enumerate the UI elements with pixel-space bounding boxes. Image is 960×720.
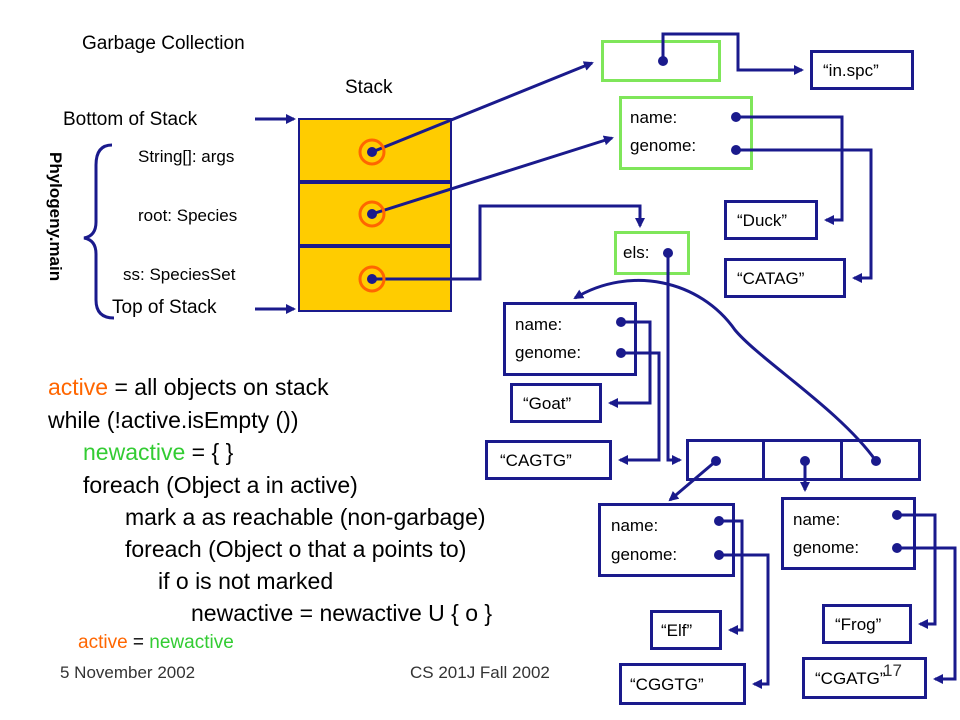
code-line-4: foreach (Object a in active)	[83, 472, 358, 498]
code-line-3-rest: = { }	[185, 439, 234, 465]
code-newactive-keyword: newactive	[83, 439, 186, 465]
goat-text: “Goat”	[523, 394, 572, 413]
code-line-1-rest: = all objects on stack	[108, 374, 329, 400]
ss-pointer	[372, 204, 645, 281]
dot-frog-name	[892, 510, 902, 520]
cgatg-string: “CGATG”	[802, 657, 927, 699]
code-active-keyword: active	[48, 374, 109, 400]
dot-slot2	[800, 456, 810, 466]
frame-label-root: root: Species	[138, 206, 238, 225]
duck-text: “Duck”	[737, 211, 788, 230]
frog-text: “Frog”	[835, 615, 882, 634]
frame-label-args: String[]: args	[138, 147, 235, 166]
dot-elf-genome	[714, 550, 724, 560]
species-set-object: els:	[614, 231, 690, 275]
frog-genome-field: genome:	[793, 538, 860, 557]
stack-frame-root	[298, 182, 452, 246]
frog-name-pointer	[897, 513, 937, 629]
dot-elf-name	[714, 516, 724, 526]
goat-name-pointer	[608, 320, 652, 408]
code-line-7: if o is not marked	[158, 568, 334, 594]
goat-name-field: name:	[515, 315, 563, 334]
dot-goat-name	[616, 317, 626, 327]
elf-genome-field: genome:	[611, 545, 678, 564]
dot-root-name	[731, 112, 741, 122]
root-genome-field: genome:	[630, 136, 697, 155]
array-divider-1	[762, 442, 765, 478]
dot-goat-genome	[616, 348, 626, 358]
bottom-of-stack-label: Bottom of Stack	[63, 109, 198, 130]
frame-brace	[83, 143, 115, 320]
root-name-pointer	[736, 115, 844, 225]
code-line-9: active = newactive	[78, 633, 234, 652]
code-newactive-keyword-2: newactive	[149, 632, 234, 653]
stack-label: Stack	[345, 77, 393, 98]
array-slot1-pointer	[668, 459, 717, 502]
els-pointer	[666, 253, 682, 465]
elf-species-object: name: genome:	[598, 503, 735, 577]
catag-text: “CATAG”	[737, 269, 805, 288]
root-pointer	[371, 135, 614, 216]
elf-text: “Elf”	[661, 621, 693, 640]
code-line-2: while (!active.isEmpty ())	[48, 407, 299, 433]
cagtg-string: “CAGTG”	[485, 440, 612, 480]
dot-els	[663, 248, 673, 258]
catag-string: “CATAG”	[724, 258, 846, 298]
root-marker-ss	[358, 265, 386, 293]
elf-genome-pointer	[719, 553, 770, 689]
frog-string: “Frog”	[822, 604, 912, 644]
page-number: 17	[883, 661, 902, 680]
dot-root-genome	[731, 145, 741, 155]
method-label-vertical: Phylogeny.main	[46, 152, 65, 282]
elf-string: “Elf”	[650, 610, 722, 650]
code-line-3: newactive = { }	[83, 441, 233, 464]
code-line-8: newactive = newactive U { o }	[191, 600, 493, 626]
code-assign: =	[127, 632, 150, 653]
dot-ss	[367, 274, 377, 284]
frog-name-field: name:	[793, 510, 841, 529]
root-marker-root	[358, 200, 386, 228]
elf-name-pointer	[719, 519, 744, 635]
dot-slot1	[711, 456, 721, 466]
cgatg-text: “CGATG”	[815, 669, 886, 688]
code-active-keyword-2: active	[78, 632, 128, 653]
array-divider-2	[840, 442, 843, 478]
code-line-5: mark a as reachable (non-garbage)	[125, 504, 486, 530]
frame-label-ss: ss: SpeciesSet	[123, 265, 236, 284]
footer-course: CS 201J Fall 2002	[410, 663, 550, 682]
goat-genome-field: genome:	[515, 343, 582, 362]
goat-species-object: name: genome:	[503, 302, 637, 376]
frog-species-object: name: genome:	[781, 497, 916, 570]
duck-string: “Duck”	[724, 200, 818, 240]
in-spc-text: “in.spc”	[823, 61, 879, 80]
args-pointer	[371, 61, 594, 154]
dot-args	[367, 147, 377, 157]
frog-genome-pointer	[897, 546, 957, 684]
dot-args-element	[658, 56, 668, 66]
root-species-object: name: genome:	[619, 96, 753, 170]
root-genome-pointer	[736, 148, 873, 283]
dot-frog-genome	[892, 543, 902, 553]
code-line-6: foreach (Object o that a points to)	[125, 536, 467, 562]
els-field: els:	[623, 243, 650, 262]
goat-string: “Goat”	[510, 383, 602, 423]
root-name-field: name:	[630, 108, 678, 127]
slide-title: Garbage Collection	[82, 33, 245, 54]
cggtg-string: “CGGTG”	[619, 663, 746, 705]
root-marker-args	[358, 138, 386, 166]
in-spc-string: “in.spc”	[810, 50, 914, 90]
args-array-box	[601, 40, 721, 82]
cagtg-text: “CAGTG”	[500, 451, 572, 470]
array-slot3-pointer	[573, 279, 878, 462]
top-of-stack-label: Top of Stack	[112, 297, 217, 318]
dot-root	[367, 209, 377, 219]
dot-slot3	[871, 456, 881, 466]
cggtg-text: “CGGTG”	[630, 675, 704, 694]
footer-date: 5 November 2002	[60, 663, 196, 682]
goat-genome-pointer	[618, 351, 661, 465]
args-element-pointer	[661, 32, 804, 75]
elf-name-field: name:	[611, 516, 659, 535]
code-line-1: active = all objects on stack	[48, 376, 329, 399]
